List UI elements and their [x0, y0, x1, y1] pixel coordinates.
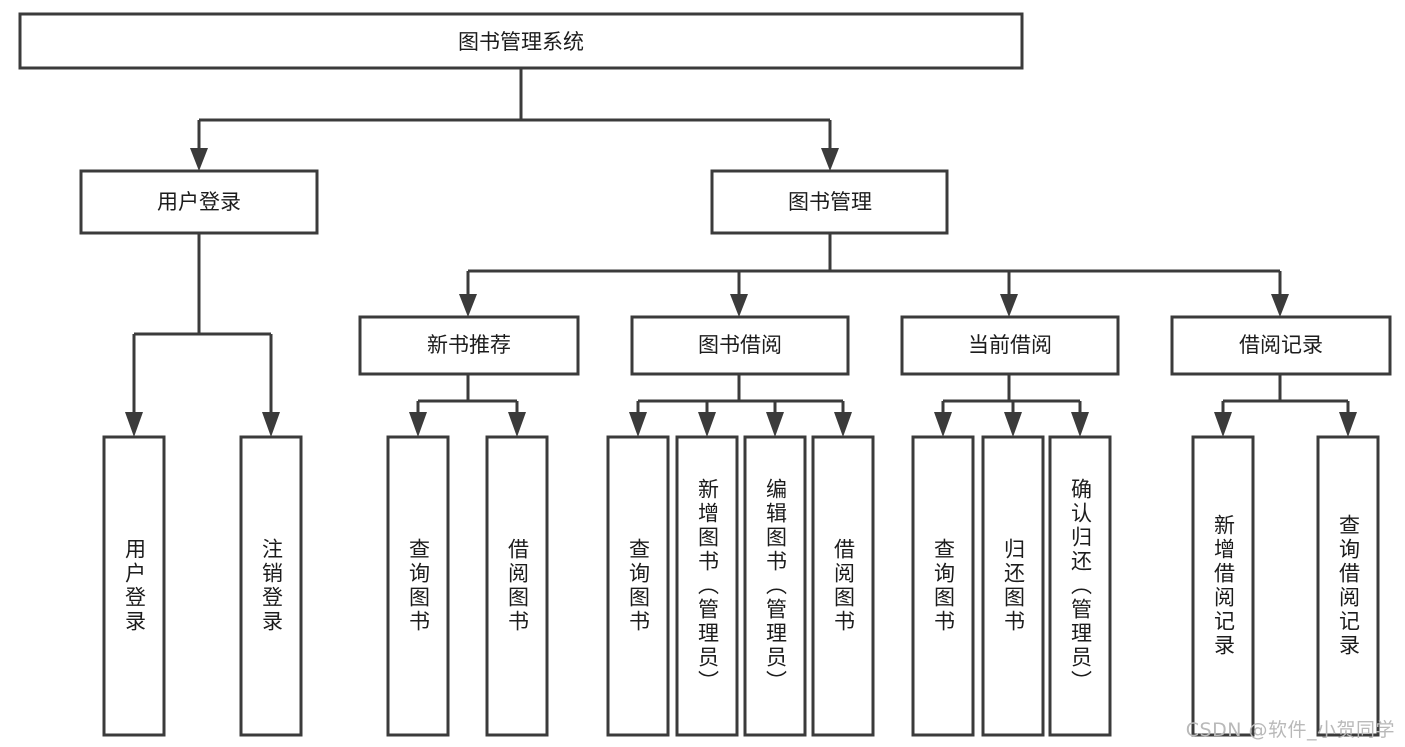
arrow-head-leaf-user-login: [125, 412, 143, 437]
leaf-query-book-current-box[interactable]: [911, 435, 975, 737]
node-new-book-recommend[interactable]: 新书推荐: [358, 315, 580, 376]
node-book-borrow-label: 图书借阅: [698, 333, 782, 357]
node-new-book-recommend-label: 新书推荐: [427, 333, 511, 357]
arrow-head-user-login: [190, 148, 208, 171]
node-current-borrow-box[interactable]: [900, 315, 1120, 376]
arrow-head-leaf-borrow-book-rec: [508, 412, 526, 437]
node-book-management-box[interactable]: [710, 169, 949, 235]
arrow-head-book-management: [821, 148, 839, 171]
node-user-login-label: 用户登录: [157, 190, 241, 214]
arrow-head-leaf-edit-book-admin: [766, 412, 784, 437]
node-book-management[interactable]: 图书管理: [710, 169, 949, 235]
csdn-watermark: CSDN @软件_小贺同学: [1185, 719, 1395, 741]
arrow-head-leaf-confirm-return-admin: [1071, 412, 1089, 437]
arrow-head-leaf-query-book-rec: [409, 412, 427, 437]
node-book-borrow-box[interactable]: [630, 315, 850, 376]
leaf-edit-book-admin-box[interactable]: [743, 435, 807, 737]
arrow-head-leaf-return-book: [1004, 412, 1022, 437]
arrow-head-leaf-query-book-borrow: [629, 412, 647, 437]
arrow-head-current-borrow: [1000, 294, 1018, 317]
arrow-head-new-book-recommend: [459, 294, 477, 317]
connector-layer: [125, 68, 1357, 437]
node-current-borrow[interactable]: 当前借阅: [900, 315, 1120, 376]
node-borrow-record-box[interactable]: [1170, 315, 1392, 376]
leaf-return-book-box[interactable]: [981, 435, 1045, 737]
node-borrow-record-label: 借阅记录: [1239, 333, 1323, 357]
arrow-head-leaf-add-book-admin: [698, 412, 716, 437]
arrow-head-leaf-logout: [262, 412, 280, 437]
node-borrow-record[interactable]: 借阅记录: [1170, 315, 1392, 376]
leaf-nodes-layer: [102, 435, 1380, 737]
leaf-query-book-borrow-box[interactable]: [606, 435, 670, 737]
arrow-head-borrow-record: [1271, 294, 1289, 317]
arrow-head-leaf-query-borrow-record: [1339, 412, 1357, 437]
leaf-borrow-book-rec-box[interactable]: [485, 435, 549, 737]
leaf-query-book-rec-box[interactable]: [386, 435, 450, 737]
node-book-borrow[interactable]: 图书借阅: [630, 315, 850, 376]
node-user-login-box[interactable]: [79, 169, 319, 235]
node-root-label: 图书管理系统: [458, 30, 584, 54]
leaf-logout-box[interactable]: [239, 435, 303, 737]
node-root-box[interactable]: [18, 12, 1024, 70]
leaf-add-book-admin-box[interactable]: [675, 435, 739, 737]
leaf-user-login-box[interactable]: [102, 435, 166, 737]
node-book-management-label: 图书管理: [788, 190, 872, 214]
leaf-query-borrow-record-box[interactable]: [1316, 435, 1380, 737]
leaf-add-borrow-record-box[interactable]: [1191, 435, 1255, 737]
node-user-login[interactable]: 用户登录: [79, 169, 319, 235]
node-current-borrow-label: 当前借阅: [968, 333, 1052, 357]
node-new-book-recommend-box[interactable]: [358, 315, 580, 376]
leaf-confirm-return-admin-box[interactable]: [1048, 435, 1112, 737]
arrow-head-leaf-add-borrow-record: [1214, 412, 1232, 437]
arrow-head-leaf-borrow-book: [834, 412, 852, 437]
arrow-head-book-borrow: [730, 294, 748, 317]
node-root[interactable]: 图书管理系统: [18, 12, 1024, 70]
leaf-borrow-book-box[interactable]: [811, 435, 875, 737]
arrow-head-leaf-query-book-current: [934, 412, 952, 437]
